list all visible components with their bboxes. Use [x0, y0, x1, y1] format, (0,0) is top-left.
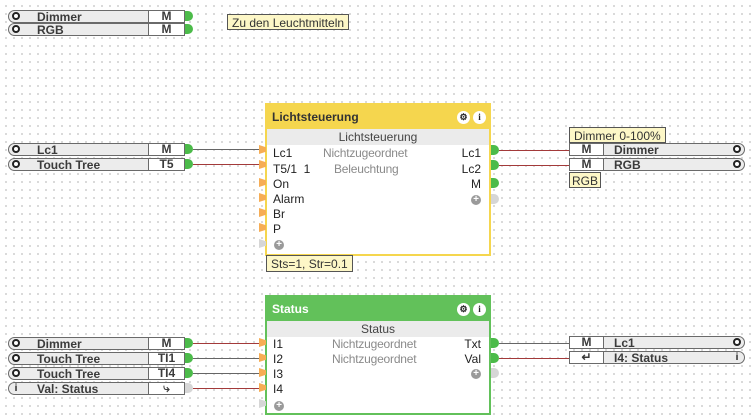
comment-note[interactable]: Zu den Leuchtmitteln [227, 14, 350, 30]
loopback-icon: ⤷ [148, 382, 184, 394]
gear-icon [730, 337, 744, 348]
input-connector-touch-tree[interactable]: Touch Tree T5 [8, 158, 185, 172]
output-group-label[interactable]: Dimmer 0-100% [569, 127, 666, 143]
gear-icon [9, 159, 23, 170]
gear-icon[interactable]: ⚙ [457, 110, 470, 124]
input-port[interactable] [259, 239, 266, 248]
output-port[interactable] [491, 194, 499, 204]
gear-icon [730, 159, 744, 170]
input-port[interactable] [259, 383, 266, 392]
module-title: Status [272, 302, 309, 316]
gear-icon[interactable]: ⚙ [457, 302, 470, 316]
input-port[interactable] [259, 208, 266, 217]
input-port[interactable] [259, 178, 266, 187]
loopback-icon: ↵ [570, 351, 604, 363]
wire[interactable] [499, 343, 569, 344]
gear-icon [9, 338, 23, 349]
output-connector-lc1[interactable]: M Lc1 [569, 336, 745, 350]
output-port[interactable] [185, 368, 193, 378]
module-row: I4 [273, 382, 284, 396]
add-output-icon[interactable]: + [471, 195, 481, 205]
info-icon: i [735, 352, 739, 363]
module-header[interactable]: Lichtsteuerung ⚙ i [267, 105, 489, 129]
output-port[interactable] [185, 24, 193, 34]
input-port[interactable] [259, 353, 266, 362]
input-port[interactable] [259, 193, 266, 202]
input-connector-dimmer[interactable]: Dimmer M [8, 337, 185, 351]
wire[interactable] [193, 164, 259, 165]
output-port[interactable] [491, 178, 499, 188]
output-port[interactable] [491, 353, 499, 363]
module-header[interactable]: Status ⚙ i [267, 297, 489, 321]
module-title: Lichtsteuerung [272, 110, 359, 124]
add-output-icon[interactable]: + [471, 369, 481, 379]
info-icon: i [14, 383, 18, 394]
module-row: Alarm [273, 192, 305, 206]
output-port[interactable] [185, 338, 193, 348]
input-connector-rgb[interactable]: RGB M [8, 23, 185, 37]
output-port[interactable] [491, 368, 499, 378]
output-port[interactable] [491, 160, 499, 170]
output-port[interactable] [491, 145, 499, 155]
input-port[interactable] [259, 399, 266, 408]
module-row: P [273, 222, 282, 236]
output-port[interactable] [491, 338, 499, 348]
info-icon[interactable]: i [473, 302, 486, 316]
output-note[interactable]: RGB [569, 172, 602, 188]
gear-icon [9, 368, 23, 379]
gear-icon [9, 144, 23, 155]
module-row: Br [273, 207, 285, 221]
wire[interactable] [499, 150, 569, 151]
output-connector-rgb[interactable]: M RGB [569, 158, 745, 172]
wire[interactable] [499, 165, 569, 166]
output-connector-i4-status[interactable]: ↵ I4: Status i [569, 351, 745, 365]
input-port[interactable] [259, 223, 266, 232]
wire[interactable] [499, 358, 569, 359]
wire[interactable] [193, 373, 259, 374]
input-port[interactable] [259, 160, 266, 169]
add-input-icon[interactable]: + [274, 401, 284, 411]
input-port[interactable] [259, 368, 266, 377]
module-params[interactable]: Sts=1, Str=0.1 [266, 255, 353, 272]
gear-icon [9, 11, 23, 22]
input-port[interactable] [259, 145, 266, 154]
gear-icon [9, 353, 23, 364]
output-connector-dimmer[interactable]: M Dimmer [569, 143, 745, 157]
module-row: I3 [273, 367, 284, 381]
input-connector-dimmer[interactable]: Dimmer M [8, 10, 185, 24]
wire[interactable] [193, 358, 259, 359]
gear-icon [9, 24, 23, 35]
info-icon[interactable]: i [473, 110, 486, 124]
output-port[interactable] [185, 353, 193, 363]
output-port[interactable] [185, 159, 193, 169]
output-port[interactable] [185, 11, 193, 21]
wire[interactable] [193, 343, 259, 344]
output-port[interactable] [185, 383, 193, 393]
input-connector-touch-tree-ti1[interactable]: Touch Tree TI1 [8, 352, 185, 366]
output-port[interactable] [185, 144, 193, 154]
module-subtitle: Status [267, 321, 489, 337]
add-input-icon[interactable]: + [274, 240, 284, 250]
input-connector-val-status[interactable]: i Val: Status ⤷ [8, 382, 185, 396]
input-connector-touch-tree-ti4[interactable]: Touch Tree TI4 [8, 367, 185, 381]
wire[interactable] [193, 388, 259, 389]
gear-icon [730, 144, 744, 155]
module-subtitle: Lichtsteuerung [267, 129, 489, 145]
wire[interactable] [193, 149, 259, 150]
input-connector-lc1[interactable]: Lc1 M [8, 143, 185, 157]
input-port[interactable] [259, 338, 266, 347]
